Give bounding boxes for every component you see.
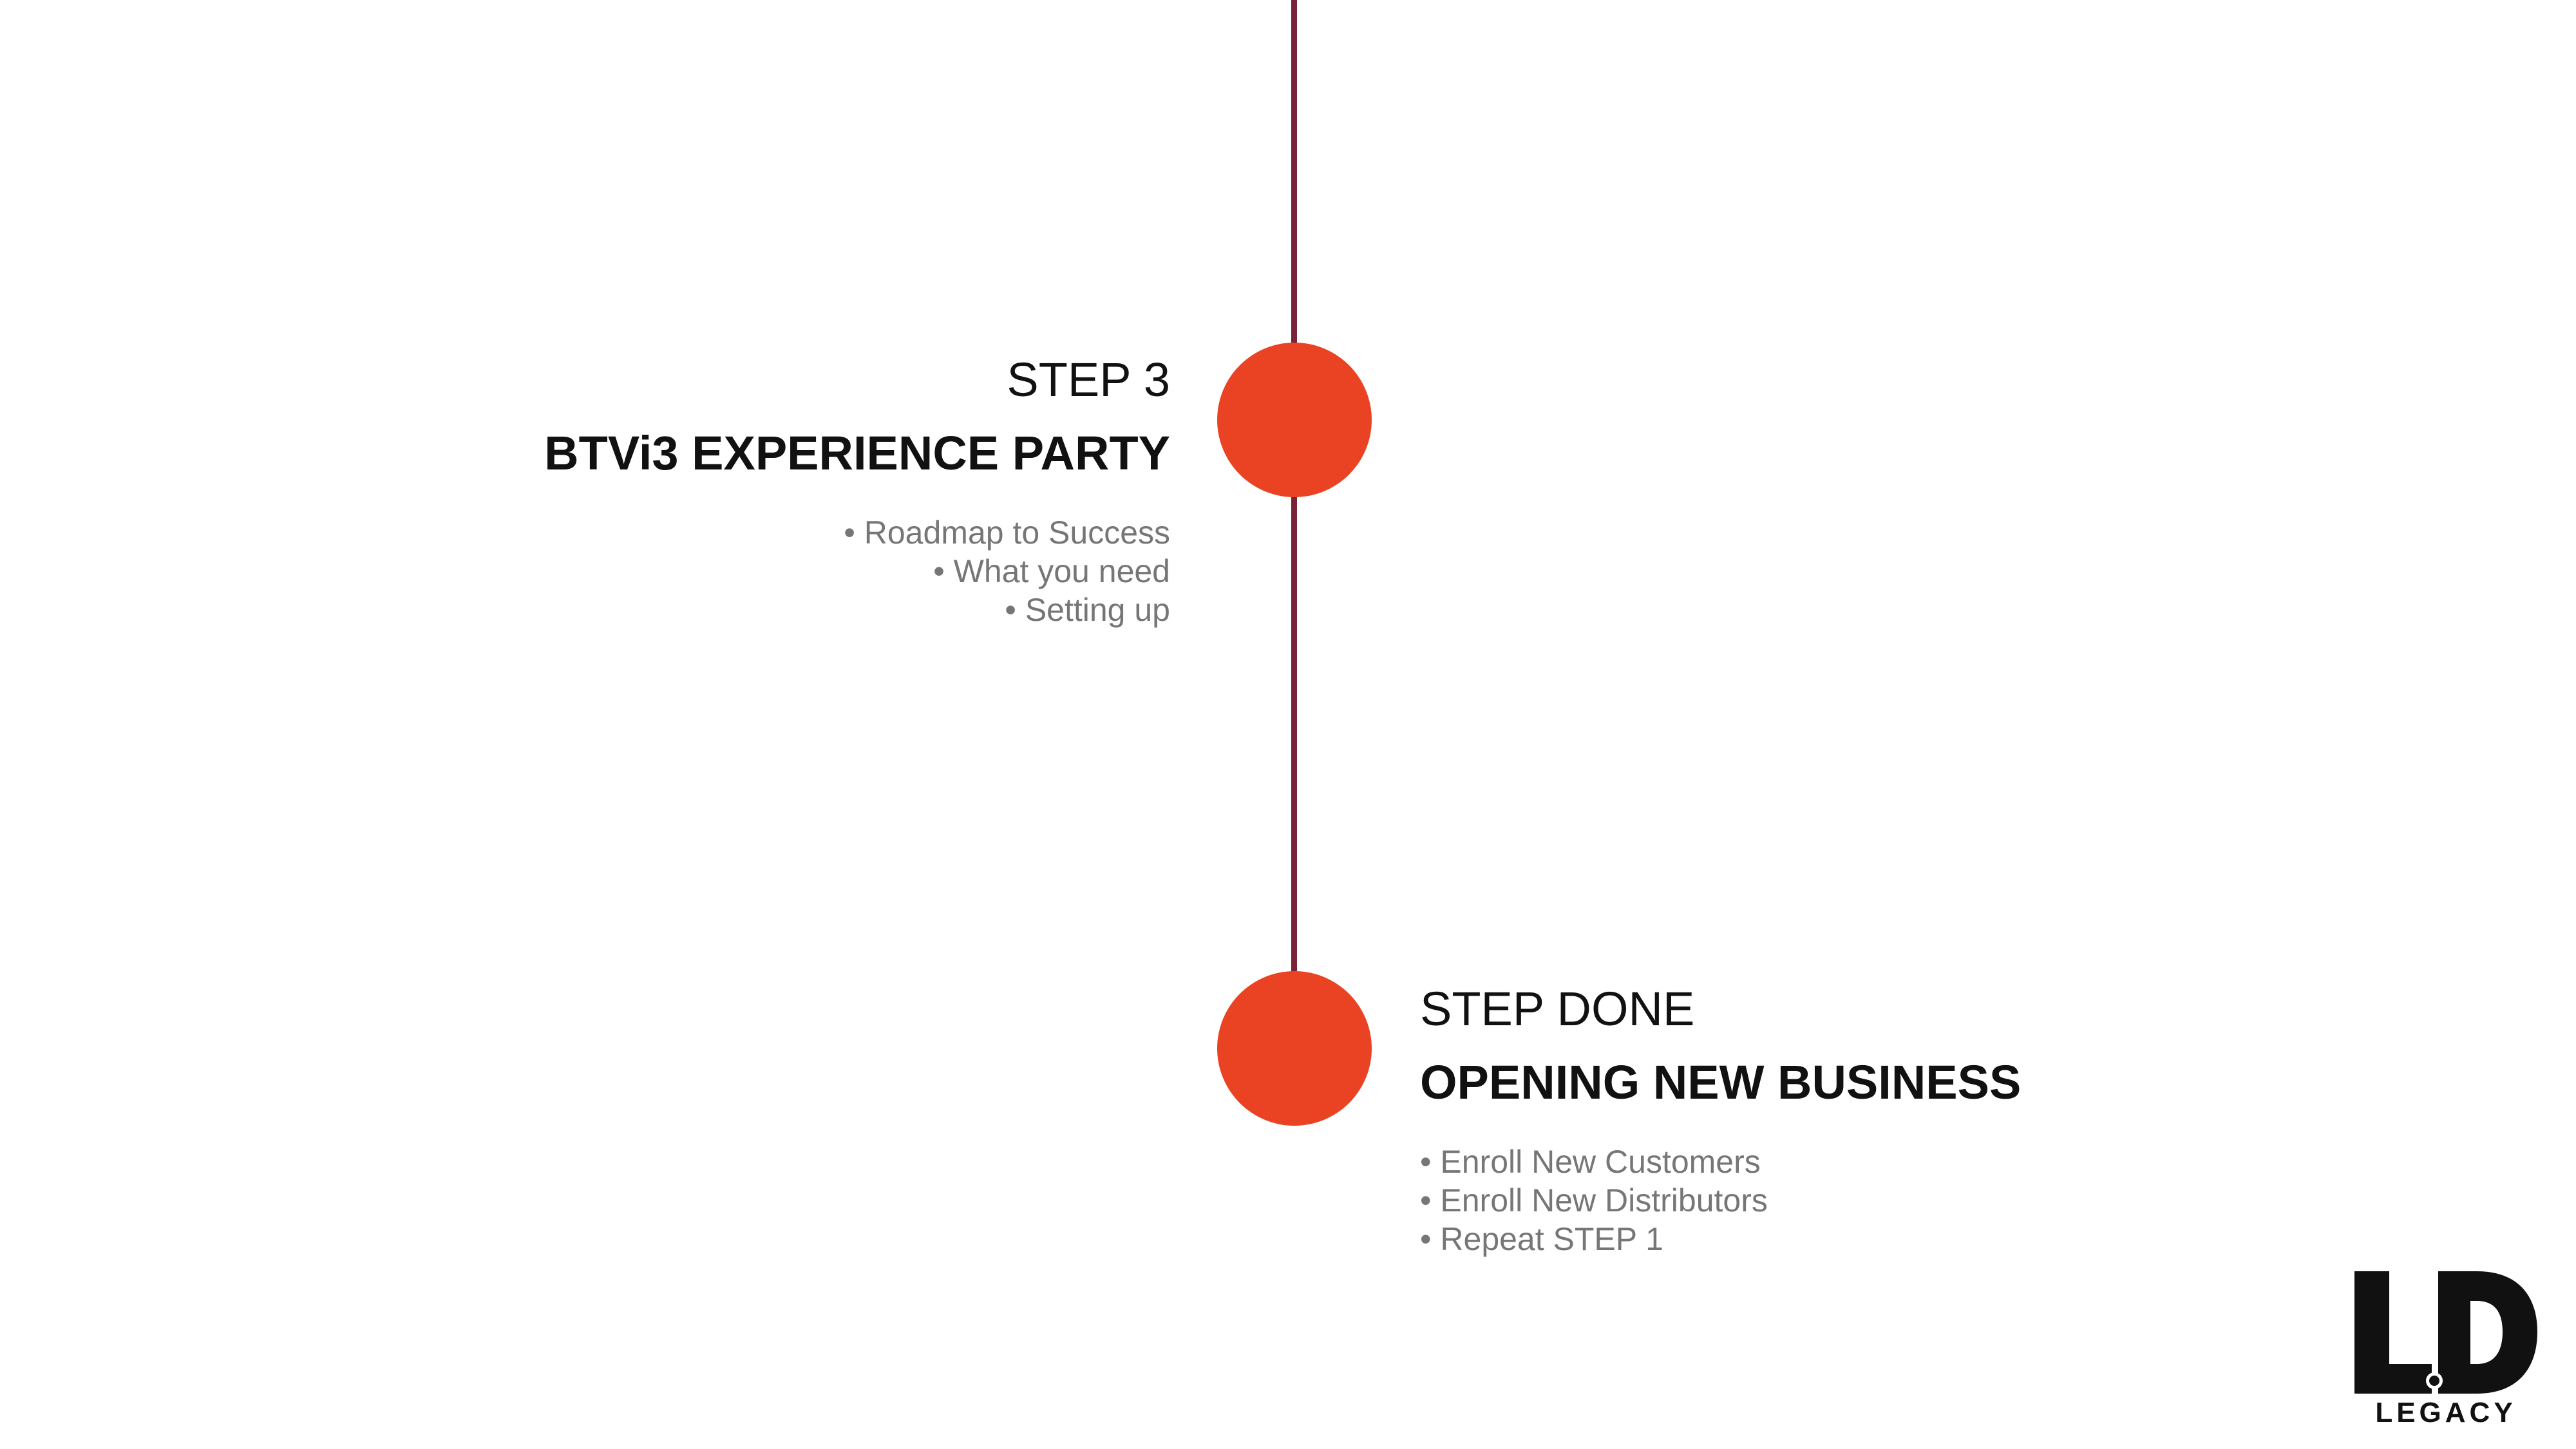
list-item: • What you need	[933, 553, 1170, 589]
list-item: • Roadmap to Success	[844, 515, 1170, 551]
step-done-title: OPENING NEW BUSINESS	[1420, 1056, 2022, 1109]
list-item: • Enroll New Distributors	[1420, 1182, 1768, 1218]
step-3-block: STEP 3 BTVi3 EXPERIENCE PARTY • Roadmap …	[333, 351, 1170, 629]
step-3-title: BTVi3 EXPERIENCE PARTY	[544, 426, 1170, 480]
legacy-logo: LEGACY	[2349, 1267, 2543, 1428]
step-3-list: • Roadmap to Success • What you need • S…	[333, 513, 1170, 629]
logo-wordmark: LEGACY	[2375, 1397, 2516, 1428]
step-done-list: • Enroll New Customers • Enroll New Dist…	[1420, 1142, 2257, 1258]
step-3-label: STEP 3	[1007, 353, 1170, 406]
timeline-node-step-done	[1217, 971, 1372, 1126]
list-item: • Repeat STEP 1	[1420, 1221, 1663, 1257]
list-item: • Setting up	[1005, 592, 1170, 628]
timeline-node-step-3	[1217, 343, 1372, 497]
step-done-block: STEP DONE OPENING NEW BUSINESS • Enroll …	[1420, 980, 2257, 1258]
list-item: • Enroll New Customers	[1420, 1144, 1761, 1180]
step-done-label: STEP DONE	[1420, 982, 1695, 1036]
